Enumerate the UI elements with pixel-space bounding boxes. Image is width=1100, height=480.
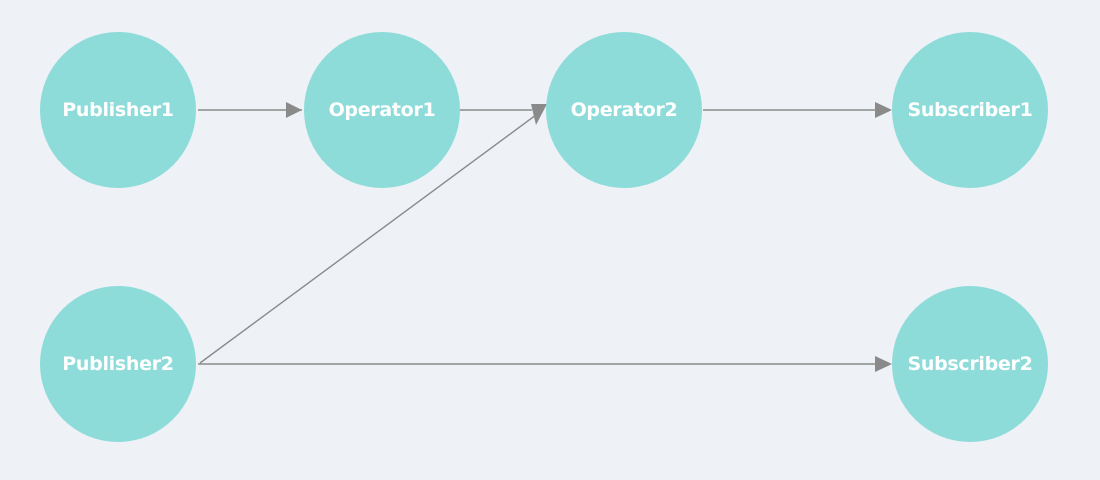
node-operator2: Operator2 <box>546 32 702 188</box>
node-label-operator1: Operator1 <box>328 99 436 121</box>
arrowhead-operator2-subscriber1 <box>875 102 892 118</box>
node-label-subscriber1: Subscriber1 <box>907 99 1033 121</box>
node-subscriber2: Subscriber2 <box>892 286 1048 442</box>
node-label-subscriber2: Subscriber2 <box>907 353 1033 375</box>
node-label-publisher2: Publisher2 <box>62 353 174 375</box>
node-label-publisher1: Publisher1 <box>62 99 174 121</box>
edge-publisher2-operator2 <box>199 111 541 364</box>
node-publisher1: Publisher1 <box>40 32 196 188</box>
node-subscriber1: Subscriber1 <box>892 32 1048 188</box>
node-publisher2: Publisher2 <box>40 286 196 442</box>
arrowhead-into-operator2 <box>531 104 547 125</box>
node-operator1: Operator1 <box>304 32 460 188</box>
arrowhead-publisher1-operator1 <box>286 102 302 118</box>
node-label-operator2: Operator2 <box>570 99 678 121</box>
arrowhead-publisher2-subscriber2 <box>875 356 892 372</box>
